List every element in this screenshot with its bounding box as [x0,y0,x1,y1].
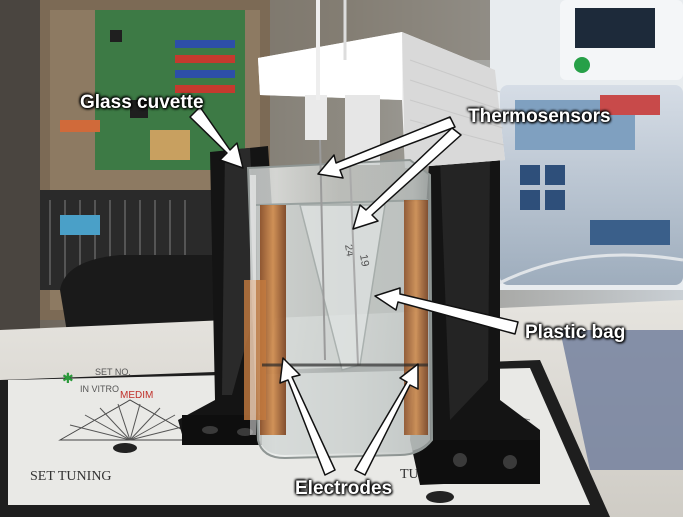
arrow-electrode-right [354,363,419,476]
label-plastic-bag: Plastic bag [525,322,626,343]
thermosensor-wire-2 [349,164,359,366]
svg-text:SET NO.: SET NO. [95,367,131,377]
annotation-arrows [189,106,519,476]
svg-text:IN VITRO: IN VITRO [80,384,119,394]
svg-text:✱: ✱ [62,370,74,386]
arrow-glass-cuvette [189,106,244,169]
thermosensor-wire-1 [319,139,326,361]
label-electrodes: Electrodes [295,478,393,499]
arrow-plastic-bag [374,287,519,335]
arrow-electrode-left [279,357,336,476]
glass-cuvette: 24 19 [244,139,434,460]
panel-text-right: TU [400,467,419,482]
right-monitor [469,0,683,302]
right-electrode [404,200,428,435]
cuvette-cap [258,0,505,168]
left-equipment [0,0,270,517]
panel-text-set-tuning: SET TUNING [30,469,112,484]
svg-text:MEDIM: MEDIM [120,390,153,401]
arrow-thermosensor-1 [317,116,456,179]
label-thermosensors: Thermosensors [468,106,611,127]
svg-text:19: 19 [357,253,371,267]
arrow-thermosensor-2 [352,127,462,230]
label-glass-cuvette: Glass cuvette [80,92,204,113]
